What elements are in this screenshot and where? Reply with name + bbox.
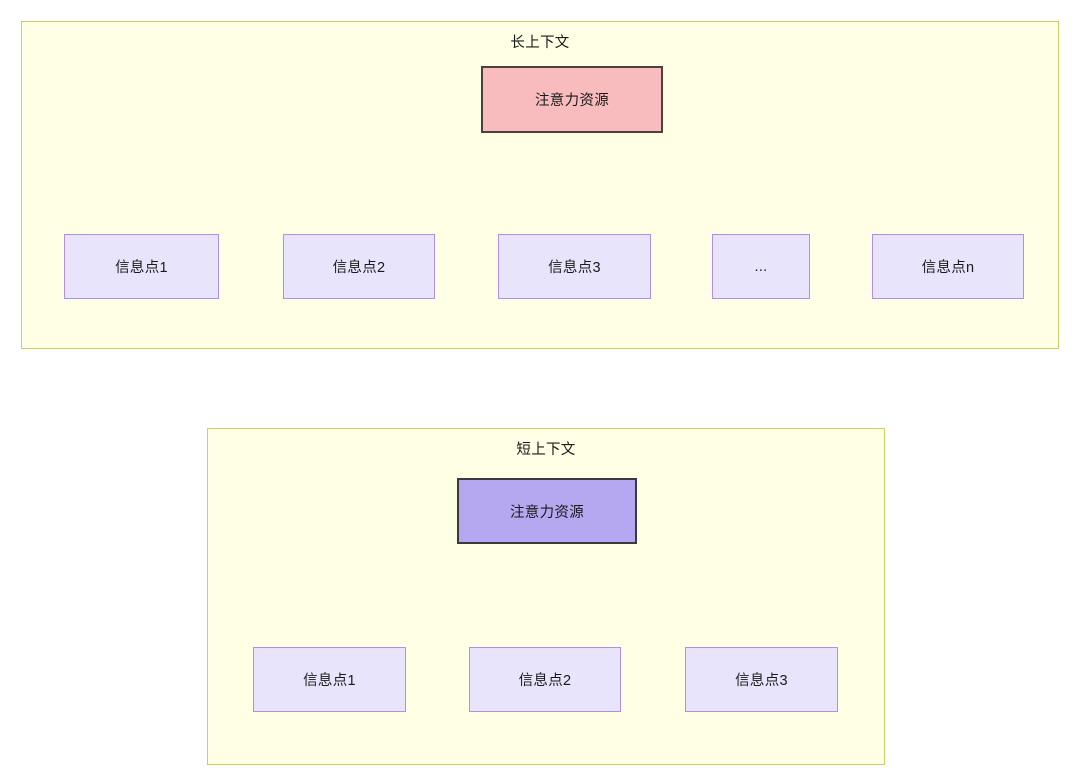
node-info-point-long-ellipsis[interactable]: ... [712,234,810,299]
node-info-point-short-3-label: 信息点3 [735,673,788,689]
node-info-point-short-2-label: 信息点2 [518,673,572,689]
node-info-point-short-1[interactable]: 信息点1 [253,647,406,712]
node-info-point-long-2[interactable]: 信息点2 [283,234,435,299]
node-info-point-long-1-label: 信息点1 [115,260,168,276]
node-attention-resource-short[interactable]: 注意力资源 [457,478,637,544]
node-info-point-long-2-label: 信息点2 [332,260,386,276]
node-info-point-long-ellipsis-label: ... [754,258,768,275]
node-attention-resource-short-label: 注意力资源 [510,504,584,521]
group-short-context-title: 短上下文 [516,442,576,458]
node-info-point-short-2[interactable]: 信息点2 [469,647,621,712]
node-attention-resource-long-label: 注意力资源 [535,93,609,109]
node-info-point-short-3[interactable]: 信息点3 [685,647,838,712]
node-info-point-short-1-label: 信息点1 [303,673,356,689]
node-info-point-long-3-label: 信息点3 [548,260,601,276]
node-info-point-long-n-label: 信息点n [921,260,975,276]
node-attention-resource-long[interactable]: 注意力资源 [481,66,663,133]
node-info-point-long-n[interactable]: 信息点n [872,234,1024,299]
group-long-context-title: 长上下文 [510,35,570,51]
node-info-point-long-3[interactable]: 信息点3 [498,234,651,299]
node-info-point-long-1[interactable]: 信息点1 [64,234,219,299]
